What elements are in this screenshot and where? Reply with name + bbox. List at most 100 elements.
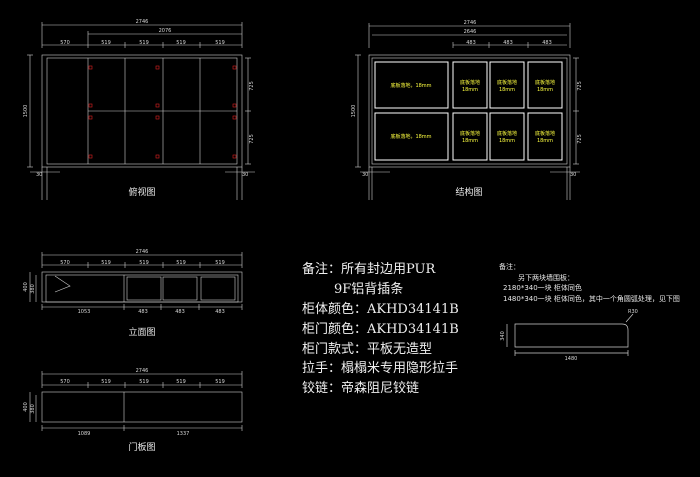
panel-corner-dim: R30 — [628, 309, 638, 315]
top-right-dim: 725 — [249, 81, 255, 91]
top-seg-dim: 519 — [101, 40, 111, 46]
structure-cell-large — [374, 112, 449, 161]
structure-subtotal-dim: 2646 — [464, 29, 477, 35]
structure-seg-dim: 483 — [542, 40, 552, 46]
note-line: 拉手：榻榻米专用隐形拉手 — [302, 361, 458, 376]
cell-label: 底板落地 — [460, 79, 480, 86]
cell-label: 18mm — [537, 138, 553, 144]
note-line: 柜体颜色：AKHD34141B — [302, 301, 459, 317]
structure-cell — [452, 112, 488, 161]
top-total-dim: 2746 — [136, 19, 149, 25]
door-bottom-dim: 1089 — [78, 431, 91, 437]
structure-total-dim: 2746 — [464, 20, 477, 26]
cell-label: 18mm — [537, 87, 553, 93]
notes-block: 备注：所有封边用PUR 9F铝背插条 柜体颜色：AKHD34141B 柜门颜色：… — [302, 261, 459, 396]
elevation-total-dim: 2746 — [136, 249, 149, 255]
side-note-line: 2180*340一块 柜体同色 — [503, 283, 582, 292]
top-subtotal-dim: 2076 — [159, 28, 172, 34]
structure-cell — [452, 61, 488, 109]
elevation-outline — [41, 271, 243, 303]
side-note: 备注： 另下两块墙围板： 2180*340一块 柜体同色 1480*340一块 … — [499, 262, 680, 303]
door-left-dim: 400 — [23, 402, 29, 412]
elevation-bottom-dim: 483 — [138, 309, 148, 315]
side-note-title: 备注： — [499, 262, 520, 271]
elevation-seg-dim: 519 — [101, 260, 111, 266]
structure-view — [355, 23, 580, 200]
door-left-dim: 380 — [30, 404, 36, 414]
top-view-title: 俯视图 — [128, 186, 155, 198]
elevation-view — [29, 252, 243, 310]
cell-label: 18mm — [462, 138, 478, 144]
structure-view-title: 结构图 — [455, 186, 482, 198]
top-bottom-dim: 30 — [242, 172, 248, 178]
door-view-title: 门板图 — [128, 441, 155, 453]
structure-right-dim: 725 — [577, 134, 583, 144]
elevation-view-title: 立面图 — [128, 326, 155, 338]
note-line: 柜门颜色：AKHD34141B — [302, 321, 459, 337]
side-note-line: 1480*340一块 柜体同色，其中一个角圆弧处理，见下图 — [503, 294, 680, 303]
cell-label: 底板落地 — [497, 130, 517, 137]
panel-height-dim: 340 — [500, 331, 506, 341]
elevation-seg-dim: 519 — [139, 260, 149, 266]
note-line: 9F铝背插条 — [334, 281, 403, 297]
top-view-dims: 2746 2076 570 519 519 519 519 725 725 15… — [23, 19, 255, 198]
door-seg-dim: 570 — [60, 379, 70, 385]
structure-seg-dim: 483 — [466, 40, 476, 46]
panel-width-dim: 1480 — [565, 356, 578, 362]
cell-label: 底板落地 — [535, 79, 555, 86]
cell-label: 底板落地 — [497, 79, 517, 86]
cell-label: 18mm — [499, 87, 515, 93]
top-bottom-dim: 30 — [36, 172, 42, 178]
cell-label: 底板落地 — [460, 130, 480, 137]
top-view-outline — [41, 54, 243, 168]
top-seg-dim: 519 — [139, 40, 149, 46]
elevation-seg-dim: 519 — [176, 260, 186, 266]
elevation-left-dim: 400 — [23, 282, 29, 292]
structure-outline — [368, 54, 571, 168]
door-seg-dim: 519 — [176, 379, 186, 385]
structure-cell — [527, 61, 563, 109]
structure-cell — [489, 61, 525, 109]
top-seg-dim: 570 — [60, 40, 70, 46]
door-seg-dim: 519 — [139, 379, 149, 385]
door-view — [29, 371, 243, 431]
wall-panel-outline — [514, 323, 629, 348]
structure-left-dim: 1500 — [351, 105, 357, 118]
top-view — [27, 22, 255, 200]
note-line: 铰链：帝森阻尼铰链 — [302, 380, 419, 396]
structure-texts: 底板落地，18mm 底板落地，18mm 底板落地 18mm 底板落地 18mm … — [351, 20, 583, 198]
cell-label: 底板落地，18mm — [390, 82, 431, 89]
door-seg-dim: 519 — [101, 379, 111, 385]
cell-label: 18mm — [462, 87, 478, 93]
door-total-dim: 2746 — [136, 368, 149, 374]
top-left-dim: 1500 — [23, 105, 29, 118]
note-line: 柜门款式：平板无造型 — [302, 342, 432, 357]
door-texts: 2746 570 519 519 519 519 400 380 1089 13… — [23, 368, 225, 453]
cell-label: 底板落地，18mm — [390, 133, 431, 140]
door-bottom-dim: 1337 — [177, 431, 190, 437]
top-seg-dim: 519 — [176, 40, 186, 46]
elevation-left-dim: 380 — [30, 284, 36, 294]
structure-cell-large — [374, 61, 449, 109]
structure-bottom-dim: 30 — [570, 172, 576, 178]
door-seg-dim: 519 — [215, 379, 225, 385]
door-outline — [41, 391, 243, 423]
cell-label: 18mm — [499, 138, 515, 144]
top-right-dim: 725 — [249, 134, 255, 144]
structure-bottom-dim: 30 — [362, 172, 368, 178]
elevation-seg-dim: 570 — [60, 260, 70, 266]
note-line: 备注：所有封边用PUR — [302, 261, 436, 277]
elevation-bottom-dim: 483 — [215, 309, 225, 315]
cell-label: 底板落地 — [535, 130, 555, 137]
top-seg-dim: 519 — [215, 40, 225, 46]
structure-right-dim: 725 — [577, 81, 583, 91]
top-view-markers — [88, 65, 237, 159]
elevation-bottom-dim: 1053 — [78, 309, 91, 315]
structure-cells — [374, 61, 563, 161]
structure-cell — [527, 112, 563, 161]
structure-cell — [489, 112, 525, 161]
elevation-bottom-dim: 483 — [175, 309, 185, 315]
elevation-seg-dim: 519 — [215, 260, 225, 266]
elevation-texts: 2746 570 519 519 519 519 400 380 1053 48… — [23, 249, 225, 338]
